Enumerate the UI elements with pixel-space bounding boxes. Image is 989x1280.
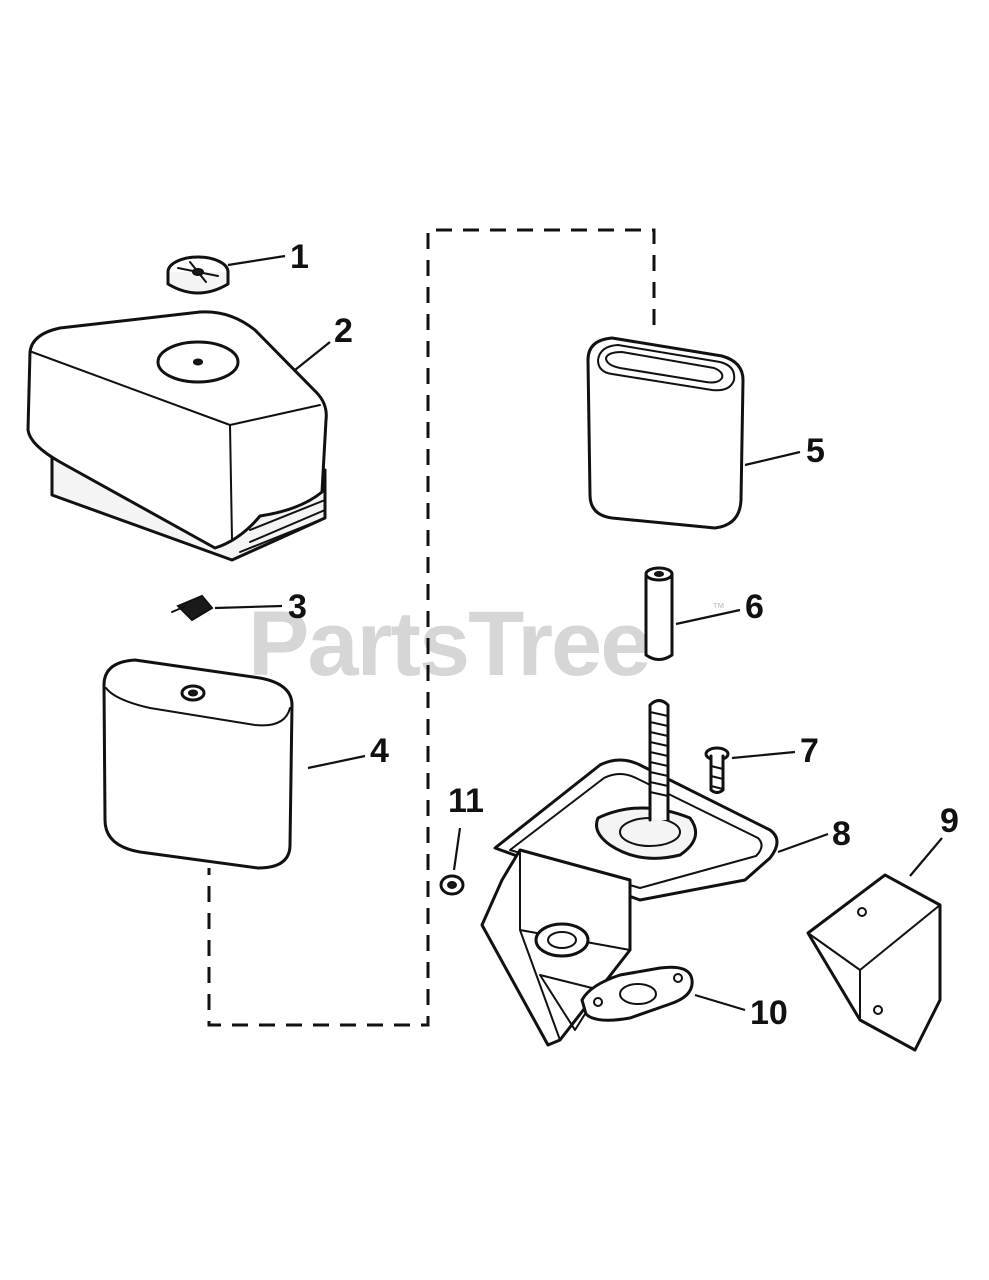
part-9-bracket[interactable] (806, 873, 942, 1052)
leader-11 (452, 827, 462, 871)
callout-11[interactable]: 11 (448, 782, 484, 820)
part-2-air-cleaner-cover[interactable] (26, 310, 328, 562)
callout-7[interactable]: 7 (800, 732, 819, 770)
callout-8[interactable]: 8 (832, 815, 851, 853)
leader-4 (307, 754, 366, 770)
leader-1 (227, 254, 286, 267)
callout-3[interactable]: 3 (288, 588, 307, 626)
part-4-precleaner[interactable] (102, 658, 294, 870)
part-7-screw[interactable] (704, 746, 730, 794)
watermark-text: PartsTree (248, 593, 649, 695)
callout-6[interactable]: 6 (745, 588, 764, 626)
leader-7 (731, 750, 796, 760)
callout-4[interactable]: 4 (370, 732, 389, 770)
part-1-knob[interactable] (166, 255, 230, 295)
leader-9 (909, 837, 943, 877)
part-8-base[interactable] (480, 699, 779, 1047)
leader-lines (214, 254, 943, 1012)
part-10-gasket[interactable] (580, 965, 694, 1022)
leader-2 (294, 341, 331, 371)
part-5-paper-element[interactable] (586, 336, 745, 530)
part-11-nut[interactable] (439, 874, 465, 896)
leader-5 (744, 450, 801, 467)
callout-1[interactable]: 1 (290, 238, 309, 276)
assembly-dashed-outline (207, 228, 656, 1027)
callout-5[interactable]: 5 (806, 432, 825, 470)
callout-10[interactable]: 10 (750, 994, 788, 1032)
leader-8 (777, 832, 829, 854)
callout-9[interactable]: 9 (940, 802, 959, 840)
part-3-clip[interactable] (171, 594, 214, 622)
leader-6 (675, 608, 741, 626)
callout-2[interactable]: 2 (334, 312, 353, 350)
leader-3 (214, 604, 283, 610)
leader-10 (694, 993, 746, 1012)
part-6-spacer-tube[interactable] (644, 566, 674, 661)
watermark-trademark: ™ (712, 600, 725, 615)
